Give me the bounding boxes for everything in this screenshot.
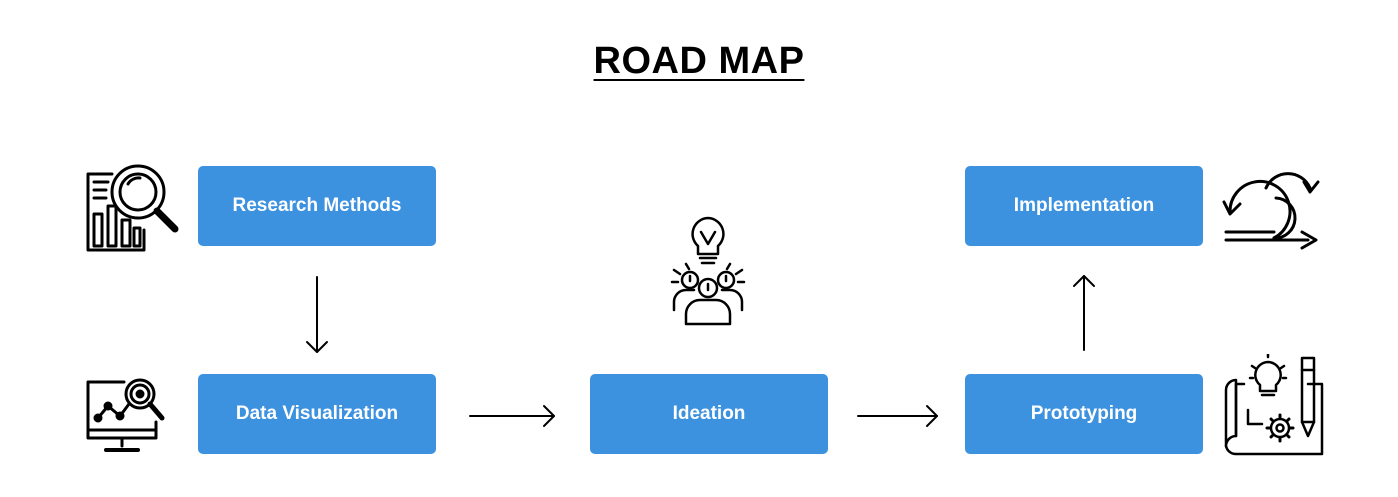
blueprint-bulb-gear-pencil-icon [1224, 354, 1324, 456]
step-prototyping[interactable]: Prototyping [965, 374, 1203, 454]
monitor-analytics-icon [86, 378, 165, 452]
page-title: ROAD MAP [0, 40, 1398, 83]
step-data-visualization[interactable]: Data Visualization [198, 374, 436, 454]
magnifier-report-icon [86, 164, 179, 252]
step-label: Implementation [1013, 195, 1155, 216]
arrow-research-to-dataviz [306, 276, 328, 353]
step-implementation[interactable]: Implementation [965, 166, 1203, 246]
iteration-cycle-arrows-icon [1222, 172, 1320, 250]
step-ideation[interactable]: Ideation [590, 374, 828, 454]
arrow-dataviz-to-ideation [469, 405, 555, 427]
step-label: Data Visualization [235, 403, 399, 424]
step-label: Ideation [672, 403, 746, 424]
team-idea-bulb-icon [670, 216, 746, 326]
arrow-prototyping-to-implementation [1073, 275, 1095, 351]
step-label: Prototyping [1030, 403, 1138, 424]
step-label: Research Methods [232, 195, 402, 216]
step-research-methods[interactable]: Research Methods [198, 166, 436, 246]
title-text: ROAD MAP [593, 40, 805, 82]
arrow-ideation-to-prototyping [857, 405, 938, 427]
